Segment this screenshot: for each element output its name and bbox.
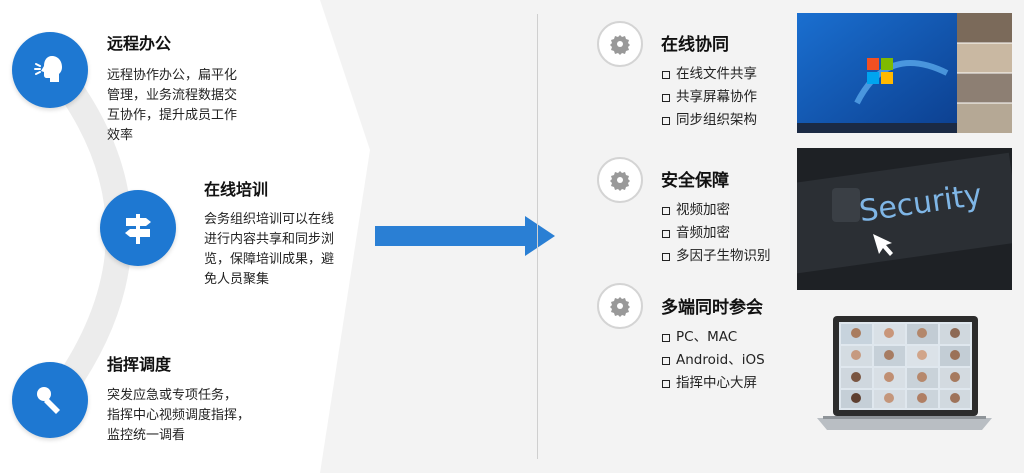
list-item: 同步组织架构 <box>662 109 757 132</box>
list-item: 视频加密 <box>662 199 771 222</box>
multi-device-list: PC、MAC Android、iOS 指挥中心大屏 <box>662 326 765 395</box>
online-training-circle <box>100 190 176 266</box>
laptop-video-conference-photo <box>797 306 1012 436</box>
security-title: 安全保障 <box>661 171 729 191</box>
remote-office-circle <box>12 32 88 108</box>
online-training-desc: 会务组织培训可以在线 进行内容共享和同步浏 览，保障培训成果，避 免人员聚集 <box>204 212 335 287</box>
online-training-title: 在线培训 <box>204 180 269 199</box>
speaking-head-icon <box>34 56 62 82</box>
collaboration-list: 在线文件共享 共享屏幕协作 同步组织架构 <box>662 63 757 132</box>
vertical-divider <box>537 14 538 459</box>
command-dispatch-circle <box>12 362 88 438</box>
list-item: 共享屏幕协作 <box>662 86 757 109</box>
flow-arrow <box>375 216 555 256</box>
gear-icon <box>597 21 643 67</box>
security-keyboard-photo: Security <box>797 148 1012 290</box>
list-item: 指挥中心大屏 <box>662 372 765 395</box>
multi-device-title: 多端同时参会 <box>661 298 763 318</box>
signpost-icon <box>125 214 151 244</box>
list-item: PC、MAC <box>662 326 765 349</box>
security-list: 视频加密 音频加密 多因子生物识别 <box>662 199 771 268</box>
windows-desktop-screenshot <box>797 13 1012 133</box>
gear-icon <box>597 157 643 203</box>
list-item: 音频加密 <box>662 222 771 245</box>
command-dispatch-title: 指挥调度 <box>107 355 172 374</box>
collaboration-title: 在线协同 <box>661 35 729 55</box>
remote-office-desc: 远程协作办公，扁平化 管理，业务流程数据交 互协作，提升成员工作 效率 <box>107 68 238 143</box>
list-item: 多因子生物识别 <box>662 245 771 268</box>
list-item: 在线文件共享 <box>662 63 757 86</box>
microphone-icon <box>37 387 60 414</box>
remote-office-title: 远程办公 <box>107 34 172 53</box>
gear-icon <box>597 283 643 329</box>
command-dispatch-desc: 突发应急或专项任务， 指挥中心视频调度指挥， 监控统一调看 <box>107 388 251 443</box>
list-item: Android、iOS <box>662 349 765 372</box>
